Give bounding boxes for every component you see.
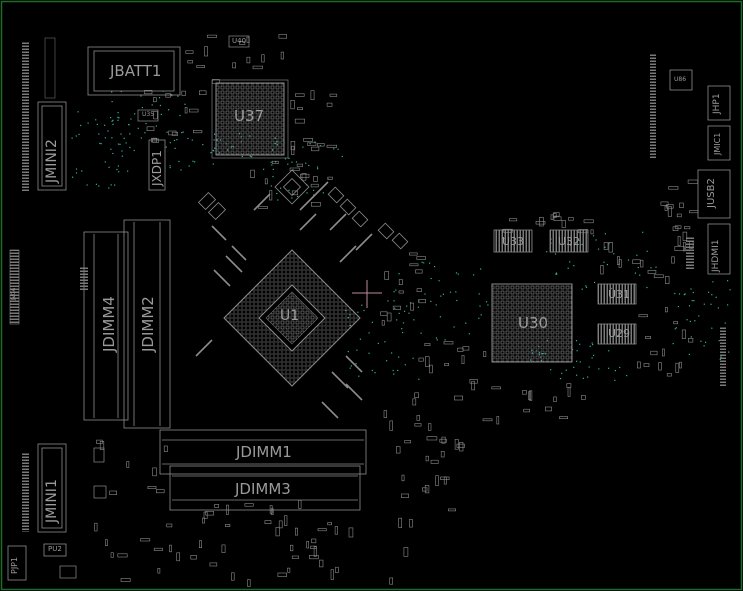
label-jdimm4: JDIMM4: [100, 296, 118, 352]
label-u37: U37: [234, 107, 265, 125]
right-lower-connector: [720, 326, 726, 386]
label-u86: U86: [674, 76, 687, 83]
label-jvga: JVGA: [11, 287, 17, 300]
label-pjp1: PJP1: [10, 556, 19, 574]
label-jdimm3: JDIMM3: [235, 480, 291, 498]
u37-bga-chip: [211, 79, 289, 159]
jbatt1-connector: [87, 46, 181, 96]
pu2-chip: [43, 543, 67, 557]
jhp1-jack: [707, 85, 731, 121]
jdimm2-slot: [123, 219, 171, 429]
left-edge-connector-bottom: [22, 452, 29, 532]
jmini1-connector: [37, 443, 67, 533]
label-jusb2: JUSB2: [706, 178, 717, 208]
pjp1-connector: [7, 545, 27, 581]
label-jmini1: JMINI1: [44, 479, 60, 523]
label-u29: U29: [608, 327, 631, 340]
label-u33: U33: [502, 235, 525, 248]
label-u32: U32: [558, 235, 581, 248]
small-smd-components: [94, 34, 699, 587]
u33-memory-chip: [493, 229, 533, 253]
right-top-connector: [650, 54, 656, 158]
label-jxdp1: JXDP1: [150, 150, 164, 186]
label-jmic1: JMIC1: [713, 132, 722, 155]
label-jmini2: JMINI2: [44, 139, 60, 183]
label-u35: U35: [142, 111, 155, 118]
jusb2-connector: [697, 169, 731, 219]
label-u40: U40: [232, 37, 247, 45]
jmini2-connector: [37, 101, 67, 191]
u31-memory-chip: [597, 283, 637, 305]
jdimm3-slot: [169, 465, 361, 511]
jdimm1-slot: [159, 429, 367, 475]
label-jhdmi1: JHDMI1: [711, 239, 721, 273]
jmic1-jack: [707, 125, 731, 161]
label-pu2: PU2: [48, 545, 62, 553]
jdimm4-slot: [80, 231, 129, 421]
bottom-left-misc: [59, 447, 107, 579]
crosshair-marker: [352, 280, 382, 308]
label-u31: U31: [608, 288, 631, 301]
u86-chip: [669, 69, 693, 91]
label-u1: U1: [280, 308, 300, 324]
label-jhp1: JHP1: [712, 93, 722, 114]
cpu-socket-u1: [223, 249, 361, 387]
jhdmi1-connector: [686, 223, 731, 275]
label-jbatt1: JBATT1: [110, 62, 162, 80]
label-jdimm1: JDIMM1: [236, 443, 292, 461]
cpu-decoupling-caps: [197, 169, 409, 250]
jvga-connector: [9, 249, 20, 325]
left-edge-connector-top: [22, 37, 56, 192]
u32-memory-chip: [549, 229, 589, 253]
u35-chip: [137, 109, 159, 122]
label-jdimm2: JDIMM2: [139, 296, 157, 352]
u30-bga-chip: [491, 283, 573, 363]
label-u30: U30: [518, 314, 549, 332]
u29-memory-chip: [597, 323, 637, 345]
